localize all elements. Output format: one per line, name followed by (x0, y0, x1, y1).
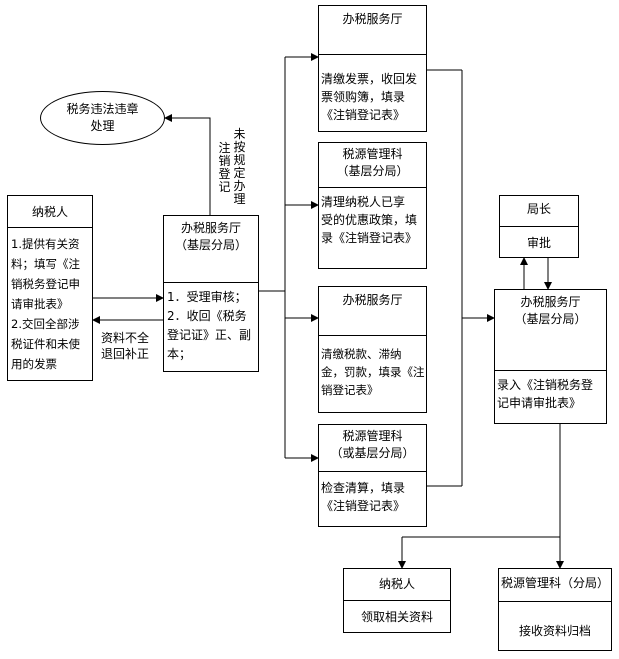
hall-invoice-title: 办税服务厅 (342, 12, 403, 26)
director-box: 局长 审批 (499, 195, 579, 258)
hall-record-body: 录入《注销税务登 记申请审批表》 (497, 376, 603, 412)
hall-branch-line: 2．收回《税务 (167, 309, 247, 323)
hall-branch-line: 本； (167, 347, 192, 361)
tax-source-1-divider (319, 187, 426, 188)
incomplete-line2: 退回补正 (101, 347, 150, 361)
deregistration-char: 注 (218, 141, 231, 155)
hall-invoice-box: 办税服务厅 清缴发票，收回发 票领购簿，填录 《注销登记表》 (318, 5, 427, 132)
hall-branch-line: 登记证》正、副 (167, 328, 252, 342)
violation-line2: 处理 (90, 119, 115, 133)
taxpayer-line: 2.交回全部涉 (11, 317, 80, 331)
tax-source-1-line: 清理纳税人已享 (321, 195, 406, 209)
hall-record-title: 办税服务厅 （基层分局） (495, 294, 606, 328)
hall-record-title1: 办税服务厅 (520, 295, 581, 309)
hall-record-line: 记申请审批表》 (497, 396, 582, 410)
tax-source-2-title1: 税源管理科 (342, 429, 403, 443)
hall-tax-body: 清缴税款、滞纳 金，罚款，填录《注 销登记表》 (321, 345, 425, 399)
not-processed-char: 按 (233, 140, 246, 154)
tax-source-2-box: 税源管理科 （或基层分局） 检查清算，填录 《注销登记表》 (318, 424, 427, 527)
hall-record-line: 录入《注销税务登 (497, 378, 594, 392)
tax-source-archive-title: 税源管理科（分局） (500, 576, 609, 590)
tax-source-2-title2: （或基层分局） (330, 446, 415, 460)
tax-source-1-title2: （基层分局） (336, 164, 409, 178)
hall-invoice-line: 《注销登记表》 (321, 108, 406, 122)
violation-line1: 税务违法违章 (66, 102, 139, 116)
taxpayer-line: 1.提供有关资 (11, 237, 80, 251)
hall-record-box: 办税服务厅 （基层分局） 录入《注销税务登 记申请审批表》 (494, 289, 607, 424)
taxpayer-line: 用的发票 (11, 357, 57, 371)
not-processed-char: 理 (233, 192, 246, 206)
hall-branch-title: 办税服务厅 （基层分局） (164, 220, 258, 254)
not-processed-char: 规 (233, 153, 246, 167)
incomplete-materials-label: 资料不全 退回补正 (101, 330, 149, 362)
incomplete-line1: 资料不全 (101, 331, 150, 345)
hall-tax-line: 销登记表》 (321, 383, 379, 397)
deregistration-label: 注 销 登 记 (218, 142, 231, 194)
violation-handling-oval: 税务违法违章 处理 (40, 91, 165, 145)
taxpayer-body: 1.提供有关资 料；填写《注 销税务登记申 请审批表》 2.交回全部涉 税证件和… (11, 234, 89, 374)
hall-tax-box: 办税服务厅 清缴税款、滞纳 金，罚款，填录《注 销登记表》 (318, 286, 427, 413)
tax-source-1-body: 清理纳税人已享 受的优惠政策，填 录《注销登记表》 (321, 193, 423, 247)
tax-source-2-line: 检查清算，填录 (321, 481, 406, 495)
tax-source-2-title: 税源管理科 （或基层分局） (319, 428, 426, 462)
hall-tax-title: 办税服务厅 (342, 293, 403, 307)
deregistration-char: 销 (218, 154, 231, 168)
hall-branch-title2: （基层分局） (174, 238, 247, 252)
tax-source-archive-box: 税源管理科（分局） 接收资料归档 (498, 568, 612, 651)
not-processed-char: 未 (233, 127, 246, 141)
hall-branch-divider (164, 282, 258, 283)
director-body: 审批 (526, 236, 551, 250)
hall-branch-body: 1．受理审核； 2．收回《税务 登记证》正、副 本； (167, 288, 255, 364)
tax-source-1-title: 税源管理科 （基层分局） (319, 146, 426, 180)
hall-invoice-line: 清缴发票，收回发 (321, 72, 418, 86)
tax-source-1-line: 受的优惠政策，填 (321, 213, 418, 227)
tax-source-1-box: 税源管理科 （基层分局） 清理纳税人已享 受的优惠政策，填 录《注销登记表》 (318, 142, 427, 269)
taxpayer-receive-box: 纳税人 领取相关资料 (343, 568, 451, 633)
deregistration-char: 登 (218, 167, 231, 181)
tax-source-2-body: 检查清算，填录 《注销登记表》 (321, 479, 423, 515)
not-processed-char: 定 (233, 166, 246, 180)
tax-source-archive-body: 接收资料归档 (518, 624, 591, 638)
taxpayer-line: 销税务登记申 (11, 277, 80, 291)
hall-branch-box: 办税服务厅 （基层分局） 1．受理审核； 2．收回《税务 登记证》正、副 本； (163, 215, 259, 372)
tax-source-archive-divider (499, 601, 611, 602)
hall-record-divider (495, 370, 606, 371)
arrow-hall-to-violation (164, 114, 211, 215)
taxpayer-receive-divider (344, 600, 450, 601)
tax-source-2-line: 《注销登记表》 (321, 499, 406, 513)
taxpayer-line: 税证件和未使 (11, 337, 80, 351)
taxpayer-divider (8, 227, 92, 228)
taxpayer-line: 请审批表》 (11, 297, 69, 311)
hall-invoice-body: 清缴发票，收回发 票领购簿，填录 《注销登记表》 (321, 70, 423, 124)
hall-tax-line: 金，罚款，填录《注 (321, 365, 425, 379)
hall-tax-line: 清缴税款、滞纳 (321, 347, 402, 361)
tax-source-1-title1: 税源管理科 (342, 147, 403, 161)
not-processed-char: 办 (233, 179, 246, 193)
taxpayer-receive-body: 领取相关资料 (360, 610, 433, 624)
tax-source-2-divider (319, 471, 426, 472)
director-divider (500, 226, 578, 227)
hall-branch-line: 1．受理审核； (167, 290, 247, 304)
hall-tax-divider (319, 335, 426, 336)
hall-record-title2: （基层分局） (514, 312, 587, 326)
hall-branch-title1: 办税服务厅 (180, 221, 241, 235)
director-title: 局长 (526, 202, 551, 216)
taxpayer-line: 料；填写《注 (11, 257, 80, 271)
taxpayer-title: 纳税人 (31, 205, 68, 219)
tax-source-1-line: 录《注销登记表》 (321, 231, 418, 245)
hall-invoice-divider (319, 54, 426, 55)
deregistration-char: 记 (218, 180, 231, 194)
taxpayer-receive-title: 纳税人 (378, 577, 415, 591)
hall-invoice-line: 票领购簿，填录 (321, 90, 406, 104)
not-processed-label: 未 按 规 定 办 理 (233, 128, 246, 206)
taxpayer-box: 纳税人 1.提供有关资 料；填写《注 销税务登记申 请审批表》 2.交回全部涉 … (7, 195, 93, 381)
